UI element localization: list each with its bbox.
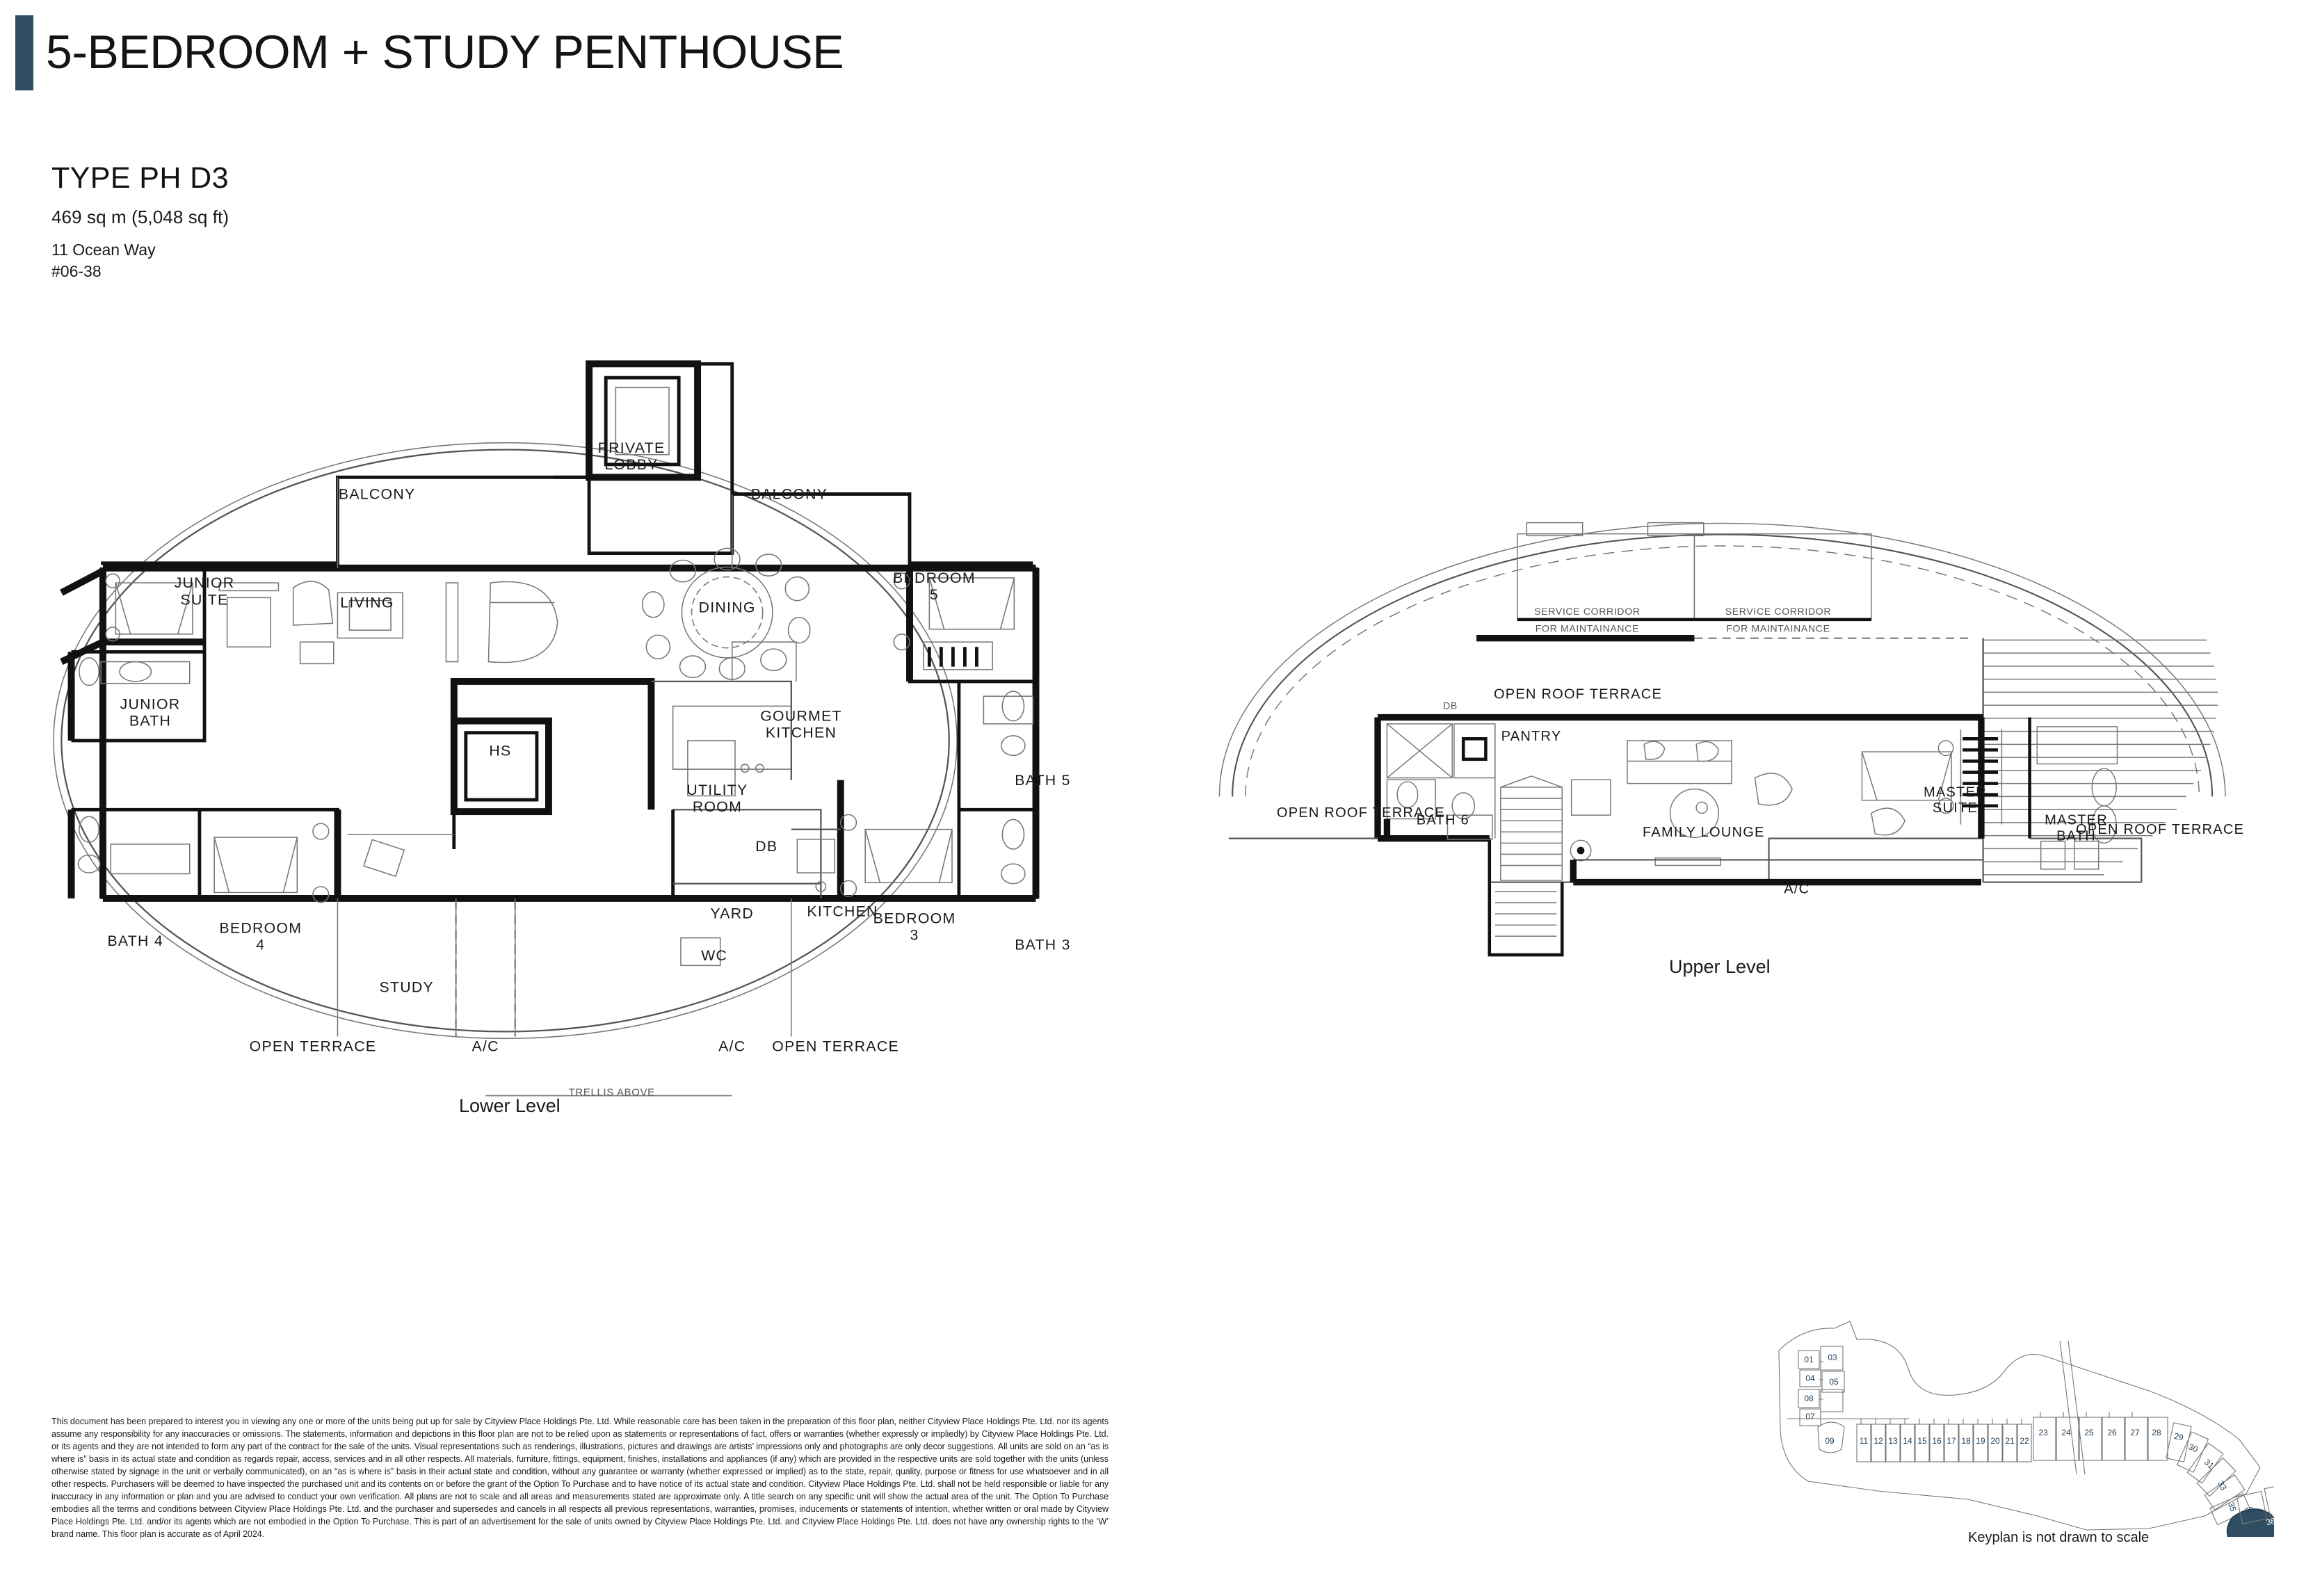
- room-label: A/C: [1784, 882, 1810, 897]
- svg-text:27: 27: [2130, 1428, 2140, 1437]
- svg-text:28: 28: [2152, 1428, 2161, 1437]
- room-label: FOR MAINTAINANCE: [1726, 622, 1830, 634]
- room-label: PANTRY: [1501, 729, 1562, 744]
- room-label: SERVICE CORRIDOR: [1725, 606, 1832, 617]
- room-label: OPEN ROOF TERRACE: [1494, 687, 1662, 702]
- unit-info-block: TYPE PH D3 469 sq m (5,048 sq ft) 11 Oce…: [51, 161, 229, 282]
- svg-text:33: 33: [2216, 1479, 2229, 1492]
- room-label: YARD: [710, 905, 754, 921]
- page-title: 5-BEDROOM + STUDY PENTHOUSE: [46, 26, 844, 79]
- room-label: BATH 6: [1417, 813, 1469, 828]
- svg-text:35: 35: [2226, 1501, 2239, 1513]
- room-label: KITCHEN: [807, 903, 878, 919]
- room-label: BALCONY: [339, 486, 416, 503]
- disclaimer-text: This document has been prepared to inter…: [51, 1417, 1109, 1539]
- svg-text:15: 15: [1917, 1436, 1927, 1446]
- room-label: OPEN TERRACE: [250, 1038, 377, 1055]
- room-label: STUDY: [379, 979, 433, 996]
- svg-text:01: 01: [1804, 1355, 1814, 1364]
- room-label: BATH 3: [1015, 937, 1071, 953]
- svg-text:11: 11: [1860, 1436, 1869, 1446]
- svg-text:03: 03: [1828, 1353, 1837, 1362]
- svg-text:19: 19: [1976, 1436, 1985, 1446]
- svg-text:07: 07: [1805, 1412, 1815, 1421]
- upper-level-caption: Upper Level: [1669, 956, 1771, 977]
- svg-text:24: 24: [2061, 1428, 2071, 1437]
- svg-text:21: 21: [2005, 1436, 2015, 1446]
- room-label: OPEN ROOF TERRACE: [2076, 822, 2244, 837]
- svg-text:23: 23: [2038, 1428, 2048, 1437]
- svg-text:26: 26: [2107, 1428, 2117, 1437]
- svg-text:13: 13: [1888, 1436, 1898, 1446]
- room-label: A/C: [718, 1038, 746, 1055]
- room-label: BALCONY: [751, 486, 828, 503]
- svg-text:25: 25: [2084, 1428, 2094, 1437]
- room-label: OPEN ROOF TERRACE: [1277, 805, 1445, 821]
- unit-address-street: 11 Ocean Way: [51, 241, 156, 259]
- svg-text:16: 16: [1932, 1436, 1942, 1446]
- svg-text:08: 08: [1804, 1394, 1814, 1403]
- lower-level-caption: Lower Level: [459, 1095, 561, 1116]
- svg-text:38: 38: [2265, 1516, 2274, 1528]
- room-label: TRELLIS ABOVE: [569, 1088, 655, 1099]
- room-label: DB: [755, 838, 777, 855]
- svg-text:14: 14: [1903, 1436, 1912, 1446]
- unit-area-label: 469 sq m (5,048 sq ft): [51, 207, 229, 227]
- room-label: LIVING: [340, 595, 394, 611]
- svg-text:09: 09: [1825, 1436, 1835, 1446]
- svg-text:39: 39: [2243, 1505, 2255, 1517]
- room-label: BATH 5: [1015, 772, 1071, 789]
- room-label: DINING: [699, 599, 756, 616]
- unit-address: 11 Ocean Way #06-38: [51, 239, 229, 282]
- unit-address-number: #06-38: [51, 262, 102, 281]
- room-label: HS: [489, 742, 511, 759]
- svg-text:17: 17: [1947, 1436, 1956, 1446]
- room-label: FAMILY LOUNGE: [1643, 825, 1765, 840]
- room-label: FOR MAINTAINANCE: [1536, 622, 1639, 634]
- room-label: SERVICE CORRIDOR: [1534, 606, 1641, 617]
- svg-text:30: 30: [2187, 1442, 2200, 1455]
- room-label: OPEN TERRACE: [772, 1038, 899, 1055]
- room-label: BATH 4: [107, 933, 163, 949]
- svg-text:22: 22: [2020, 1436, 2029, 1446]
- room-label: A/C: [472, 1038, 499, 1055]
- upper-level-floorplan: SERVICE CORRIDOR FOR MAINTAINANCE SERVICE …: [1210, 299, 2253, 1182]
- svg-text:20: 20: [1990, 1436, 2000, 1446]
- unit-type-label: TYPE PH D3: [51, 161, 229, 195]
- svg-text:31: 31: [2202, 1457, 2216, 1471]
- keyplan: 01 03 04 05 08 07 09 11 12 13 14 15 16 17 18…: [1759, 1307, 2274, 1537]
- svg-text:04: 04: [1805, 1373, 1815, 1383]
- svg-text:29: 29: [2173, 1431, 2185, 1443]
- room-label: WC: [701, 947, 727, 964]
- accent-bar: [15, 15, 33, 90]
- svg-text:05: 05: [1829, 1377, 1839, 1387]
- page-header: 5-BEDROOM + STUDY PENTHOUSE: [0, 0, 2313, 118]
- svg-text:18: 18: [1961, 1436, 1971, 1446]
- keyplan-note: Keyplan is not drawn to scale: [1968, 1530, 2150, 1545]
- svg-text:12: 12: [1873, 1436, 1883, 1446]
- room-label: DB: [1443, 700, 1458, 711]
